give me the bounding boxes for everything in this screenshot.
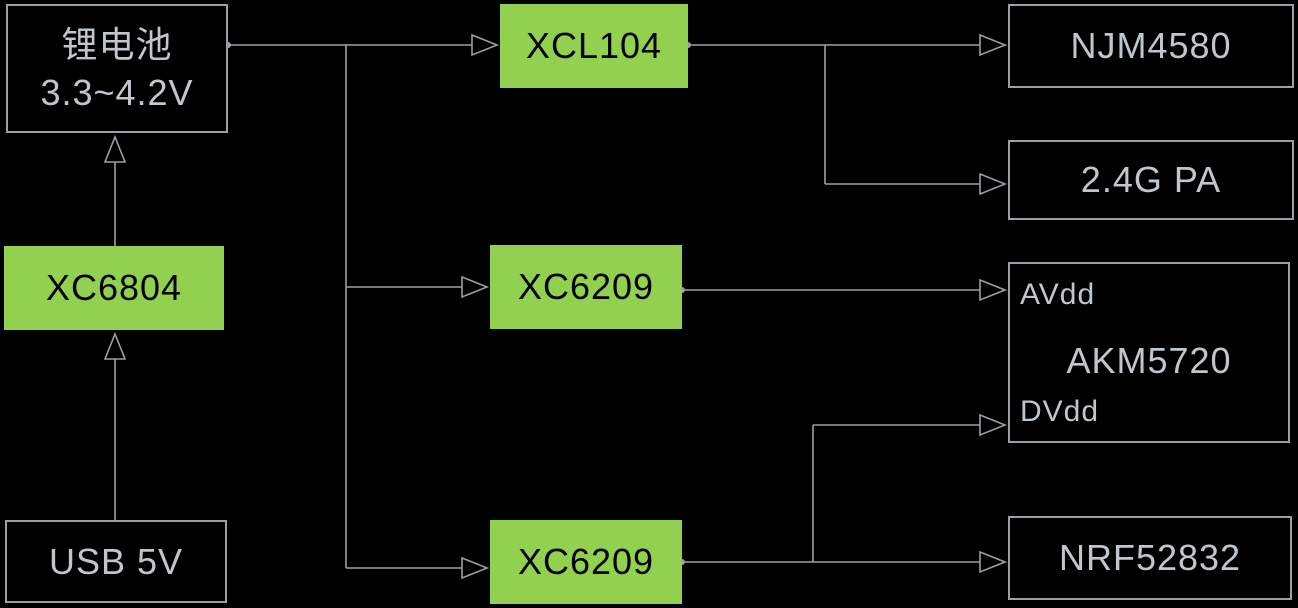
- node-xc6209-bottom: XC6209: [490, 520, 682, 604]
- akm5720-pin-dvdd: DVdd: [1020, 395, 1100, 428]
- node-xcl104: XCL104: [500, 4, 688, 88]
- xcl104-label: XCL104: [525, 25, 663, 66]
- node-2g4-pa: 2.4G PA: [1008, 140, 1294, 220]
- battery-name: 锂电池: [61, 23, 173, 65]
- battery-voltage: 3.3~4.2V: [40, 71, 194, 113]
- node-akm5720: AVdd AKM5720 DVdd: [1008, 262, 1290, 443]
- njm4580-label: NJM4580: [1070, 25, 1232, 66]
- pa-label: 2.4G PA: [1080, 159, 1222, 200]
- node-nrf52832: NRF52832: [1008, 516, 1292, 600]
- xc6209-mid-label: XC6209: [517, 266, 655, 307]
- xc6804-label: XC6804: [45, 267, 183, 308]
- node-xc6804: XC6804: [4, 246, 224, 330]
- node-battery: 锂电池 3.3~4.2V: [6, 4, 228, 133]
- xc6209-bottom-label: XC6209: [517, 541, 655, 582]
- nrf52832-label: NRF52832: [1058, 537, 1242, 578]
- node-usb-5v: USB 5V: [5, 520, 227, 603]
- node-njm4580: NJM4580: [1008, 4, 1294, 88]
- node-xc6209-mid: XC6209: [490, 245, 682, 329]
- usb-label: USB 5V: [48, 540, 184, 582]
- akm5720-pin-avdd: AVdd: [1020, 278, 1096, 311]
- akm5720-label: AKM5720: [1066, 340, 1232, 381]
